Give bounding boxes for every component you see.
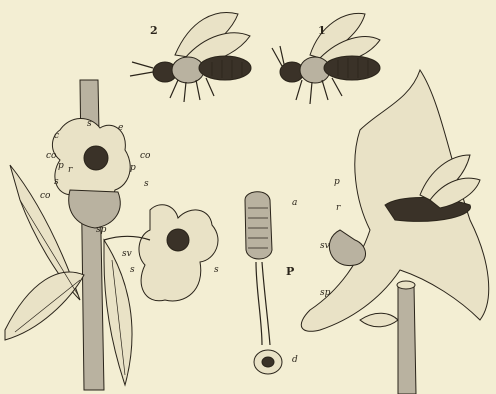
bee-figure-1 xyxy=(272,13,380,104)
bee-figure-2 xyxy=(130,13,251,102)
orchid-plant xyxy=(5,80,218,390)
label-right-sv: sv xyxy=(320,241,330,251)
label-s-left: s xyxy=(54,177,59,187)
label-sv: sv xyxy=(122,249,132,259)
label-left-c: c xyxy=(54,131,59,141)
label-top-s: s xyxy=(87,119,92,129)
figure-number-1: 1 xyxy=(318,24,326,37)
figure-number-2: 2 xyxy=(150,24,158,37)
label-right-sp: sp xyxy=(320,288,331,298)
label-top-e: e xyxy=(118,123,123,133)
label-p: p xyxy=(58,161,64,171)
label-r: r xyxy=(68,165,73,175)
label-s-lower-right: s xyxy=(214,265,219,275)
label-p2: p xyxy=(130,163,136,173)
label-right-co: co xyxy=(140,151,151,161)
label-right-r: r xyxy=(336,203,341,213)
label-s-right: s xyxy=(144,179,149,189)
label-pollinium-d: d xyxy=(292,355,298,365)
label-pollinium-a: a xyxy=(292,198,297,208)
label-pollinium-P: P xyxy=(286,265,294,278)
label-s-lower: s xyxy=(130,265,135,275)
label-sp: sp xyxy=(96,225,107,235)
pollinium-figure xyxy=(245,192,282,374)
orchid-section-with-bee xyxy=(301,70,488,394)
label-co-bottom: co xyxy=(40,191,51,201)
label-right-p: p xyxy=(334,177,340,187)
label-left-co: co xyxy=(46,151,57,161)
